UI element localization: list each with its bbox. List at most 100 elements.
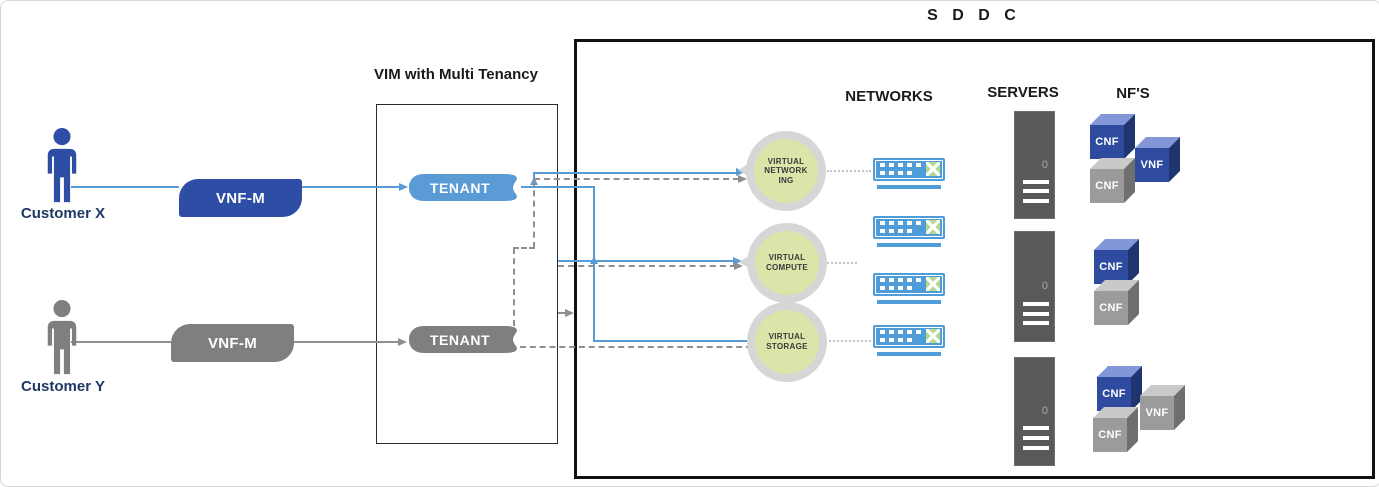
cube-label: CNF	[1094, 250, 1128, 284]
virtual-compute-circle: VIRTUAL COMPUTE	[739, 223, 827, 303]
cube-top-face	[1094, 280, 1139, 291]
header-nfs: NF'S	[1116, 85, 1150, 102]
vnfm-label: VNF-M	[216, 189, 265, 207]
server-rack-icon-2: 0	[1014, 231, 1055, 342]
server-rack-icon-3: 0	[1014, 357, 1055, 466]
switch-base-bar	[877, 300, 941, 304]
vnfm-box-customer-x: VNF-M	[179, 179, 302, 217]
switch-frame	[875, 275, 943, 294]
cube-label: CNF	[1090, 169, 1124, 203]
dotted-compute-switch	[827, 262, 857, 264]
server-slot	[1023, 301, 1049, 306]
switch-base-bar	[877, 185, 941, 189]
dotted-networking-switch	[827, 170, 871, 172]
arrowhead-vim-to-sddc	[565, 309, 574, 317]
cube-side-face	[1127, 407, 1138, 452]
cube-side-face	[1128, 239, 1139, 284]
cube-top-face	[1094, 239, 1139, 250]
arrowhead-into-networking-gray	[738, 175, 747, 183]
switch-ports-row	[880, 163, 921, 167]
server-slot	[1023, 311, 1049, 316]
dashed-jog	[513, 247, 535, 249]
switch-crossover-icon	[926, 277, 940, 291]
switch-ports-row	[880, 286, 913, 290]
cube-label: VNF	[1140, 396, 1174, 430]
cube-top-face	[1090, 158, 1135, 169]
circle-tail	[739, 256, 749, 268]
switch-crossover-icon	[926, 162, 940, 176]
flow-vnfm-to-tenant-gray	[294, 341, 400, 343]
customer-x-person-icon	[43, 127, 81, 205]
cube-side-face	[1124, 114, 1135, 159]
switch-ports-row	[880, 278, 921, 282]
virtual-compute-label: VIRTUAL COMPUTE	[755, 231, 819, 295]
cube-side-face	[1128, 280, 1139, 325]
sddc-box	[574, 39, 1375, 479]
cube-side-face	[1124, 158, 1135, 203]
cube-label: VNF	[1135, 148, 1169, 182]
cube-top-face	[1140, 385, 1185, 396]
server-slot	[1023, 179, 1049, 184]
cube-top-face	[1097, 366, 1142, 377]
header-networks: NETWORKS	[845, 88, 933, 105]
flow-vim-to-sddc	[558, 312, 568, 314]
tenant-label: TENANT	[429, 179, 491, 196]
cube-side-face	[1131, 366, 1142, 411]
arrowhead-into-tenant-gray	[398, 338, 407, 346]
nf-cube-cnf: CNF	[1094, 239, 1139, 284]
cube-label: CNF	[1093, 418, 1127, 452]
flow-blue-to-storage	[593, 340, 755, 342]
dashed-to-networking	[534, 178, 739, 180]
customer-y-person-icon	[43, 299, 81, 377]
tenant-blue: TENANT	[408, 173, 521, 202]
network-switch-icon-1	[873, 158, 945, 189]
virtual-storage-circle: VIRTUAL STORAGE	[747, 302, 827, 382]
server-slot	[1023, 198, 1049, 203]
customer-y-label: Customer Y	[21, 378, 105, 395]
switch-ports-row	[880, 330, 921, 334]
nf-cube-cnf: CNF	[1090, 114, 1135, 159]
nf-cube-cnf: CNF	[1090, 158, 1135, 203]
nf-cube-vnf: VNF	[1140, 385, 1185, 430]
nf-cube-cnf: CNF	[1097, 366, 1142, 411]
flow-custy-to-vnfm	[71, 341, 171, 343]
switch-ports-row	[880, 171, 913, 175]
server-slot	[1023, 189, 1049, 194]
dashed-to-compute	[558, 265, 736, 267]
sddc-title: S D D C	[927, 7, 1021, 24]
vim-box	[376, 104, 558, 444]
network-switch-icon-4	[873, 325, 945, 356]
flow-blue-drop	[593, 186, 595, 342]
customer-x-label: Customer X	[20, 205, 106, 222]
flow-blue-to-compute	[558, 260, 736, 262]
switch-frame	[875, 218, 943, 237]
cube-side-face	[1174, 385, 1185, 430]
cube-side-face	[1169, 137, 1180, 182]
cube-label: CNF	[1094, 291, 1128, 325]
switch-ports-row	[880, 221, 921, 225]
cube-label: CNF	[1097, 377, 1131, 411]
flow-blue-to-networking	[533, 172, 739, 174]
network-switch-icon-2	[873, 216, 945, 247]
arrowhead-into-compute-blue	[733, 257, 742, 265]
switch-crossover-icon	[926, 220, 940, 234]
server-slot	[1023, 445, 1049, 450]
switch-crossover-icon	[926, 329, 940, 343]
server-indicator: 0	[1041, 158, 1048, 171]
tenant-label: TENANT	[429, 331, 491, 348]
server-slot	[1023, 436, 1049, 441]
switch-frame	[875, 160, 943, 179]
arrowhead-into-compute-gray	[734, 262, 743, 270]
vim-title: VIM with Multi Tenancy	[374, 66, 538, 83]
server-slot	[1023, 321, 1049, 326]
server-rack-icon-1: 0	[1014, 111, 1055, 219]
cube-top-face	[1093, 407, 1138, 418]
dashed-drop-1	[533, 180, 535, 248]
server-slot	[1023, 426, 1049, 431]
switch-ports-row	[880, 338, 913, 342]
header-servers: SERVERS	[987, 84, 1059, 101]
dashed-to-storage	[520, 346, 752, 348]
flow-tenant-blue-east	[521, 186, 595, 188]
virtual-networking-label: VIRTUAL NETWORK ING	[754, 139, 818, 203]
